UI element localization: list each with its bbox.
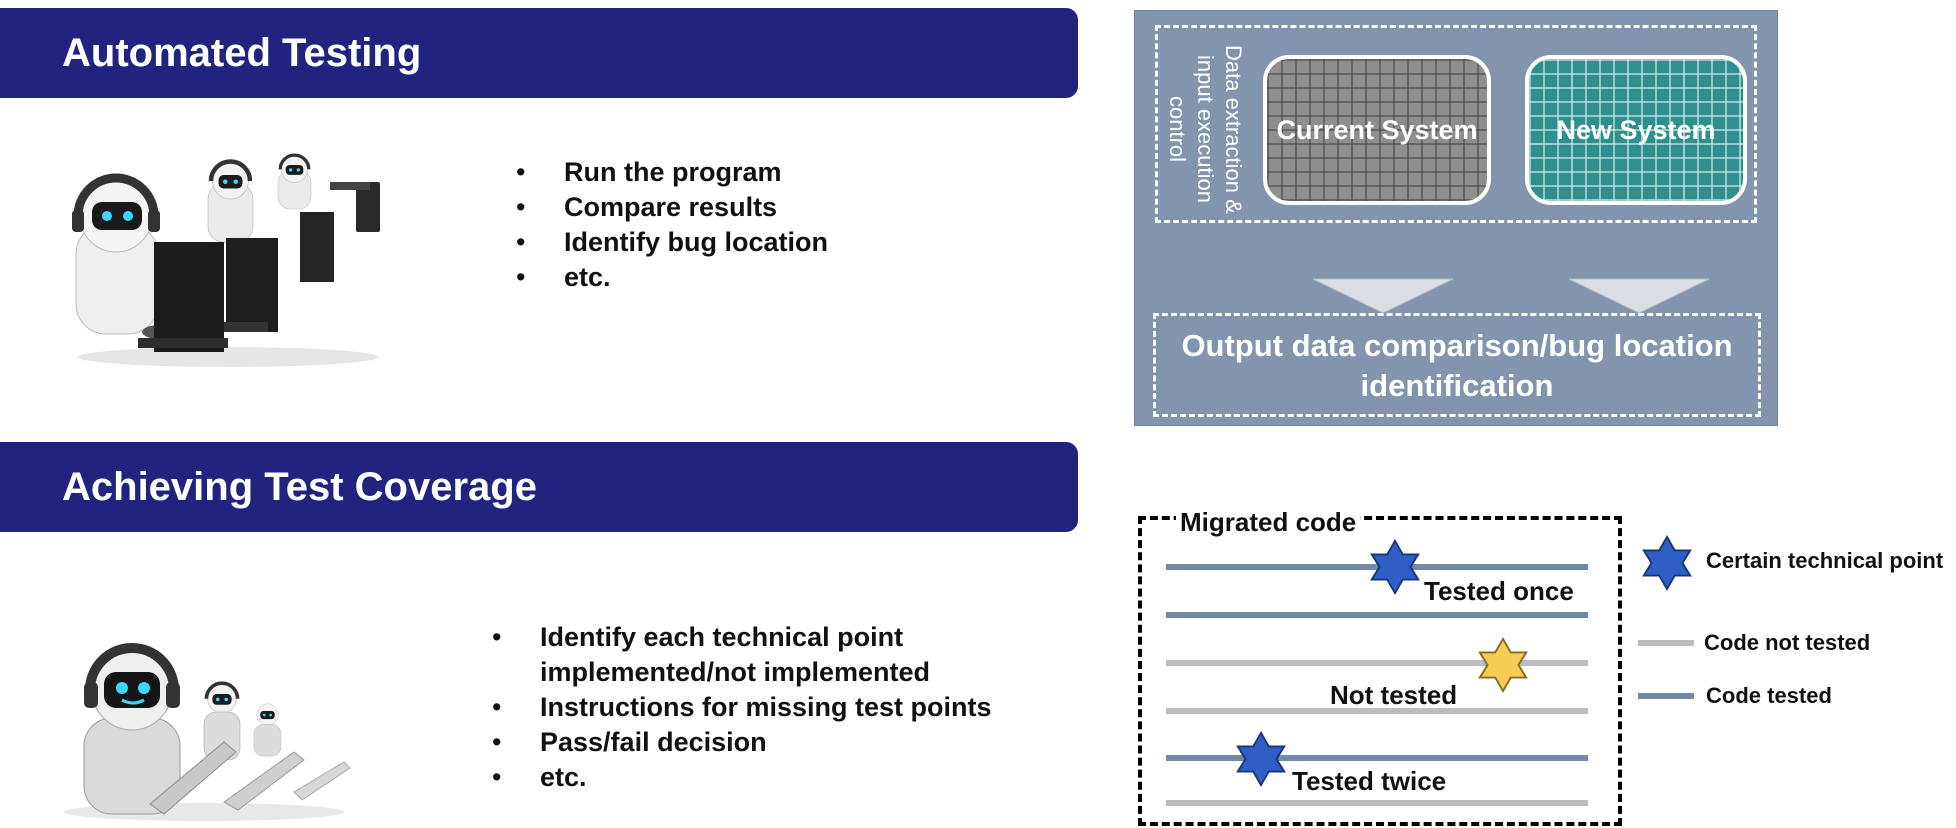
- bullet-identify-bug: Identify bug location: [516, 225, 828, 260]
- code-line-tested-2: [1166, 612, 1588, 618]
- automated-testing-title: Automated Testing: [62, 30, 422, 75]
- output-comparison-box: Output data comparison/bug location iden…: [1153, 313, 1761, 417]
- automated-testing-bullets: Run the program Compare results Identify…: [516, 155, 828, 295]
- not-tested-label: Not tested: [1330, 680, 1458, 710]
- tested-once-label: Tested once: [1424, 576, 1574, 606]
- code-line-tested-3: [1166, 755, 1588, 761]
- legend-tested: Code tested: [1706, 683, 1832, 708]
- tested-twice-label: Tested twice: [1292, 766, 1447, 796]
- migrated-code-title: Migrated code: [1176, 507, 1361, 538]
- automated-testing-banner: Automated Testing: [0, 8, 1078, 98]
- legend-star-icon: [1642, 534, 1692, 592]
- code-line-untested-3: [1166, 800, 1588, 806]
- legend-tested-swatch: [1638, 693, 1694, 699]
- system-comparison-panel: Data extraction & input execution contro…: [1134, 10, 1778, 426]
- bullet-compare-results: Compare results: [516, 190, 828, 225]
- robots-with-laptops-icon: [64, 643, 351, 821]
- bullet-identify-technical-point: Identify each technical point implemente…: [492, 620, 1060, 690]
- arrow-down-current: [1312, 278, 1454, 314]
- output-comparison-label: Output data comparison/bug location iden…: [1181, 328, 1733, 403]
- blue-star-icon: [1236, 730, 1286, 788]
- bullet-run-program: Run the program: [516, 155, 828, 190]
- test-coverage-title: Achieving Test Coverage: [62, 464, 537, 509]
- legend-untested-swatch: [1638, 640, 1694, 646]
- legend-not-tested: Code not tested: [1704, 630, 1871, 655]
- test-coverage-banner: Achieving Test Coverage: [0, 442, 1078, 532]
- legend-technical-point: Certain technical point: [1706, 548, 1944, 573]
- migrated-code-box: [1138, 516, 1622, 826]
- test-coverage-bullets: Identify each technical point implemente…: [492, 620, 1060, 795]
- current-system-label: Current System: [1276, 115, 1478, 145]
- blue-star-icon: [1370, 538, 1420, 596]
- bullet-missing-test-points: Instructions for missing test points: [492, 690, 1060, 725]
- bullet-etc: etc.: [516, 260, 828, 295]
- code-line-untested-2: [1166, 708, 1588, 714]
- robots-at-computers-icon: [72, 153, 380, 367]
- new-system-label: New System: [1556, 115, 1716, 145]
- current-system-box: Current System: [1263, 55, 1491, 205]
- execution-control-box: [1155, 25, 1757, 223]
- new-system-box: New System: [1525, 55, 1747, 205]
- flow-arrows: [1312, 278, 1710, 314]
- data-extraction-label: Data extraction & input execution contro…: [1165, 44, 1246, 214]
- bullet-pass-fail: Pass/fail decision: [492, 725, 1060, 760]
- arrow-down-new: [1568, 278, 1710, 314]
- code-line-tested-1: [1166, 564, 1588, 570]
- yellow-star-icon: [1478, 636, 1528, 694]
- bullet-etc-coverage: etc.: [492, 760, 1060, 795]
- code-line-untested-1: [1166, 660, 1588, 666]
